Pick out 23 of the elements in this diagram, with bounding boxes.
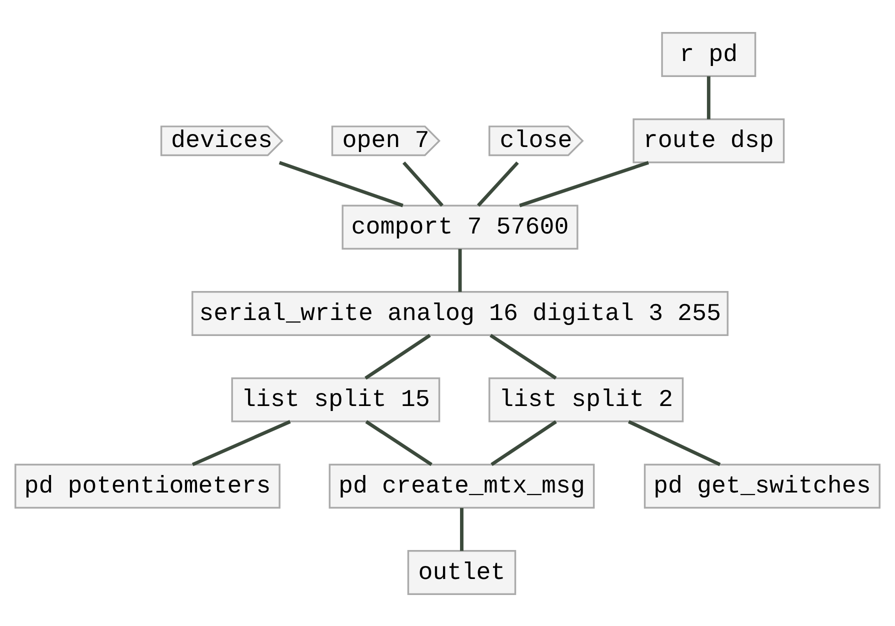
connector xyxy=(364,333,431,380)
connector xyxy=(490,333,557,380)
connector xyxy=(490,420,557,466)
connector xyxy=(628,420,721,466)
node-box: comport 7 57600 xyxy=(342,204,578,250)
node-box: route dsp xyxy=(632,118,785,163)
connector xyxy=(278,160,404,207)
node-box: list split 2 xyxy=(488,376,684,422)
node-box: list split 15 xyxy=(231,376,440,422)
node-box: pd create_mtx_msg xyxy=(328,463,595,508)
connector xyxy=(476,160,519,206)
connector xyxy=(706,76,710,119)
connector xyxy=(458,248,462,292)
connector xyxy=(519,160,650,207)
connector xyxy=(365,420,432,466)
node-box: pd potentiometers xyxy=(14,463,280,508)
connector xyxy=(192,420,291,466)
node-box: pd get_switches xyxy=(644,463,880,508)
node-box: r pd xyxy=(661,32,756,76)
connector xyxy=(460,507,464,550)
node-box: outlet xyxy=(407,550,516,594)
connector xyxy=(402,160,444,206)
node-box: serial_write analog 16 digital 3 255 xyxy=(192,290,729,336)
